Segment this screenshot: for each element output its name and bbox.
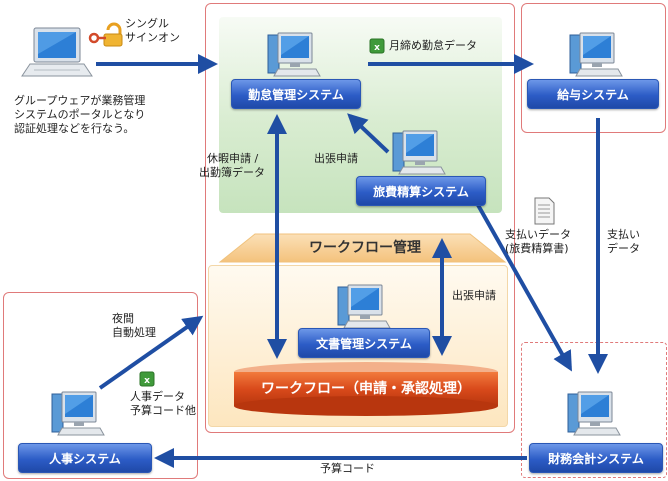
leave-request-label-2: 出勤簿データ	[199, 166, 265, 179]
leave-request-label-1: 休暇申請 /	[207, 152, 259, 165]
payment-data-label-1: 支払いデータ	[505, 228, 571, 241]
hr-data-label-1: 人事データ	[130, 390, 185, 403]
accounting-system-button[interactable]: 財務会計システム	[529, 443, 663, 473]
budget-code-label: 予算コード	[320, 462, 375, 475]
business-trip-label-mid: 出張申請	[452, 289, 496, 302]
payment-right-label-2: データ	[607, 242, 640, 255]
groupware-text-2: システムのポータルとなり	[14, 108, 146, 121]
payment-right-label-1: 支払い	[607, 228, 640, 241]
night-processing-label-2: 自動処理	[112, 326, 156, 339]
document-management-system-button[interactable]: 文書管理システム	[298, 328, 430, 358]
sso-label-1: シングル	[125, 17, 169, 30]
hr-system-button[interactable]: 人事システム	[18, 443, 152, 473]
hr-data-label-2: 予算コード他	[130, 404, 196, 417]
groupware-text-1: グループウェアが業務管理	[14, 94, 146, 107]
monthly-attendance-label: 月締め勤怠データ	[389, 39, 477, 52]
sso-label-2: サインオン	[125, 31, 180, 44]
travel-expense-system-button[interactable]: 旅費精算システム	[356, 176, 486, 206]
payroll-panel	[521, 3, 666, 133]
groupware-text-3: 認証処理などを行なう。	[14, 122, 135, 135]
workflow-label: ワークフロー（申請・承認処理）	[261, 381, 471, 397]
svg-text:x: x	[374, 43, 380, 53]
payment-data-label-2: (旅費精算書)	[505, 242, 569, 255]
svg-text:x: x	[144, 376, 150, 386]
payroll-system-button[interactable]: 給与システム	[527, 79, 659, 109]
arrow-travel-to-attendance	[347, 113, 390, 154]
arrow-hr-to-server	[98, 315, 204, 390]
arrow-travel-to-accounting	[476, 204, 572, 372]
night-processing-label-1: 夜間	[112, 312, 134, 325]
business-trip-label-top: 出張申請	[314, 152, 358, 165]
workflow-band-front	[234, 396, 498, 416]
attendance-system-button[interactable]: 勤怠管理システム	[231, 79, 361, 109]
workflow-management-label: ワークフロー管理	[309, 240, 421, 256]
